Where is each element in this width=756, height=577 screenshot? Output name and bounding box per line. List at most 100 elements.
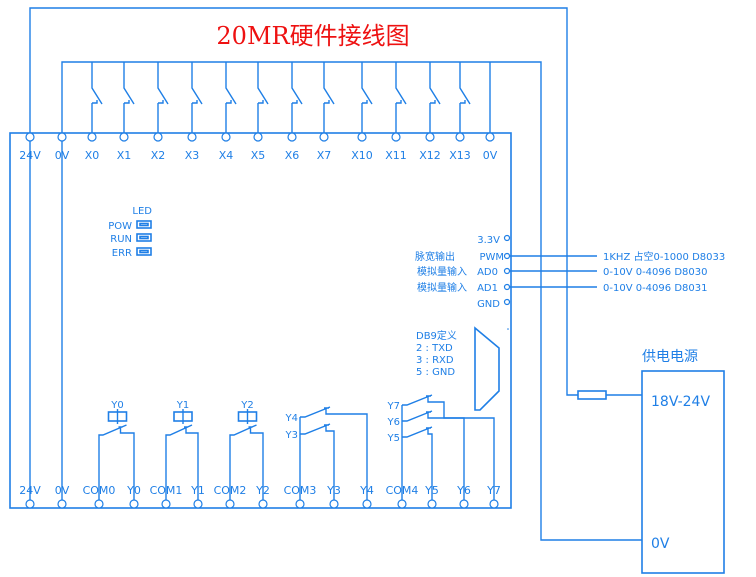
io-pin-block: 3.3V 脉宽输出 PWM 1KHZ 占空0-1000 D8033 模拟量输入 … xyxy=(415,234,725,330)
bottom-terminal-y5-12 xyxy=(427,499,437,509)
led-pow-inner xyxy=(139,222,149,227)
com4-output-label-y6: Y6 xyxy=(387,417,400,428)
psu-negative-label: 0V xyxy=(651,536,670,552)
top-terminal-label: X5 xyxy=(251,149,266,162)
input-switch-x10 xyxy=(361,62,373,133)
pin-gnd-terminal xyxy=(503,298,511,306)
diagram-title: 20MR硬件接线图 xyxy=(216,22,409,50)
com4-contact-y5 xyxy=(402,426,433,500)
input-switch-x6 xyxy=(291,62,303,133)
pin-3v3-label: 3.3V xyxy=(477,235,500,246)
bottom-terminal-y3-9 xyxy=(329,499,339,509)
top-terminal-label: 0V xyxy=(483,149,498,162)
top-terminal-x7-9 xyxy=(319,132,329,142)
top-terminal-label: X10 xyxy=(351,149,373,162)
pin-pwm-desc: 脉宽输出 xyxy=(415,250,455,263)
bottom-terminal-com2-6 xyxy=(225,499,235,509)
bottom-terminal-label: 24V xyxy=(19,484,41,497)
power-supply: 供电电源 18V-24V 0V xyxy=(641,349,725,574)
input-switch-x5 xyxy=(257,62,269,133)
top-terminal-label: X0 xyxy=(85,149,100,162)
input-switch-x3 xyxy=(191,62,203,133)
com3-contact-y3 xyxy=(300,423,335,500)
bottom-terminal-com3-8 xyxy=(295,499,305,509)
pin-ad1-note: 0-10V 0-4096 D8031 xyxy=(603,283,707,294)
db9-connector: DB9定义 2 : TXD 3 : RXD 5 : GND xyxy=(416,326,500,411)
led-pow-icon xyxy=(136,220,152,229)
pin-gnd-label: GND xyxy=(477,299,500,310)
top-terminal-x4-6 xyxy=(221,132,231,142)
dot-marker xyxy=(507,328,509,330)
pin-ad1-label: AD1 xyxy=(477,283,498,294)
pin-pwm-label: PWM xyxy=(479,252,504,263)
top-terminal-x0-2 xyxy=(87,132,97,142)
bottom-terminal-0v-1 xyxy=(57,499,67,509)
input-switch-x12 xyxy=(429,62,441,133)
com3-contact-y4 xyxy=(300,406,368,500)
top-terminal-label: 24V xyxy=(19,149,41,162)
input-switch-x4 xyxy=(225,62,237,133)
db9-line-gnd: 5 : GND xyxy=(416,367,455,378)
bottom-terminal-y6-13 xyxy=(459,499,469,509)
top-terminal-0v-1 xyxy=(57,132,67,142)
top-terminal-label: X13 xyxy=(449,149,471,162)
relay-contact-y1 xyxy=(165,424,199,500)
top-terminal-label: X3 xyxy=(185,149,200,162)
pin-3v3-terminal xyxy=(503,234,511,242)
pin-pwm-terminal xyxy=(503,252,511,260)
led-run-icon xyxy=(136,233,152,242)
input-switch-x11 xyxy=(395,62,407,133)
input-switches xyxy=(91,62,471,133)
led-run-inner xyxy=(139,235,149,240)
input-switch-x0 xyxy=(91,62,103,133)
top-terminal-label: X7 xyxy=(317,149,332,162)
led-err-inner xyxy=(139,249,149,254)
relay-label-y0: Y0 xyxy=(110,400,123,411)
top-terminal-24v-0 xyxy=(25,132,35,142)
top-terminal-x13-13 xyxy=(455,132,465,142)
com3-output-label-y3: Y3 xyxy=(285,430,298,441)
led-panel: LED POW RUN ERR xyxy=(108,206,152,259)
top-terminal-x5-7 xyxy=(253,132,263,142)
top-terminal-x10-10 xyxy=(357,132,367,142)
pin-ad0-terminal xyxy=(503,267,511,275)
wire-24v-loop xyxy=(29,7,578,396)
top-terminal-x6-8 xyxy=(287,132,297,142)
relay-label-y1: Y1 xyxy=(176,400,189,411)
bottom-terminal-y4-10 xyxy=(362,499,372,509)
bottom-terminal-com0-2 xyxy=(94,499,104,509)
input-switch-x2 xyxy=(157,62,169,133)
bottom-terminal-y1-5 xyxy=(193,499,203,509)
pin-ad1-desc: 模拟量输入 xyxy=(417,281,467,294)
led-label-run: RUN xyxy=(110,234,132,245)
pin-ad0-note: 0-10V 0-4096 D8030 xyxy=(603,267,707,278)
db9-title: DB9定义 xyxy=(416,329,457,342)
db9-line-rxd: 3 : RXD xyxy=(416,355,454,366)
top-terminal-label: 0V xyxy=(55,149,70,162)
wire-0v-loop xyxy=(61,61,642,541)
plc-body xyxy=(9,132,512,509)
db9-line-txd: 2 : TXD xyxy=(416,343,453,354)
top-terminal-x12-12 xyxy=(425,132,435,142)
psu-title: 供电电源 xyxy=(642,349,698,365)
top-terminal-x11-11 xyxy=(391,132,401,142)
com4-output-label-y5: Y5 xyxy=(387,433,400,444)
pin-ad1-terminal xyxy=(503,283,511,291)
led-header: LED xyxy=(132,206,152,217)
bottom-terminal-24v-0 xyxy=(25,499,35,509)
relay-contact-y0 xyxy=(98,424,135,500)
com4-contact-y7 xyxy=(402,394,495,500)
bottom-terminal-y7-14 xyxy=(489,499,499,509)
led-err-icon xyxy=(136,247,152,256)
top-terminal-0v-14 xyxy=(485,132,495,142)
relay-contact-y2 xyxy=(229,424,264,500)
led-label-pow: POW xyxy=(108,221,132,232)
input-switch-x13 xyxy=(459,62,471,133)
psu-box xyxy=(641,370,725,574)
pin-pwm-note: 1KHZ 占空0-1000 D8033 xyxy=(603,250,725,263)
input-switch-x7 xyxy=(323,62,335,133)
